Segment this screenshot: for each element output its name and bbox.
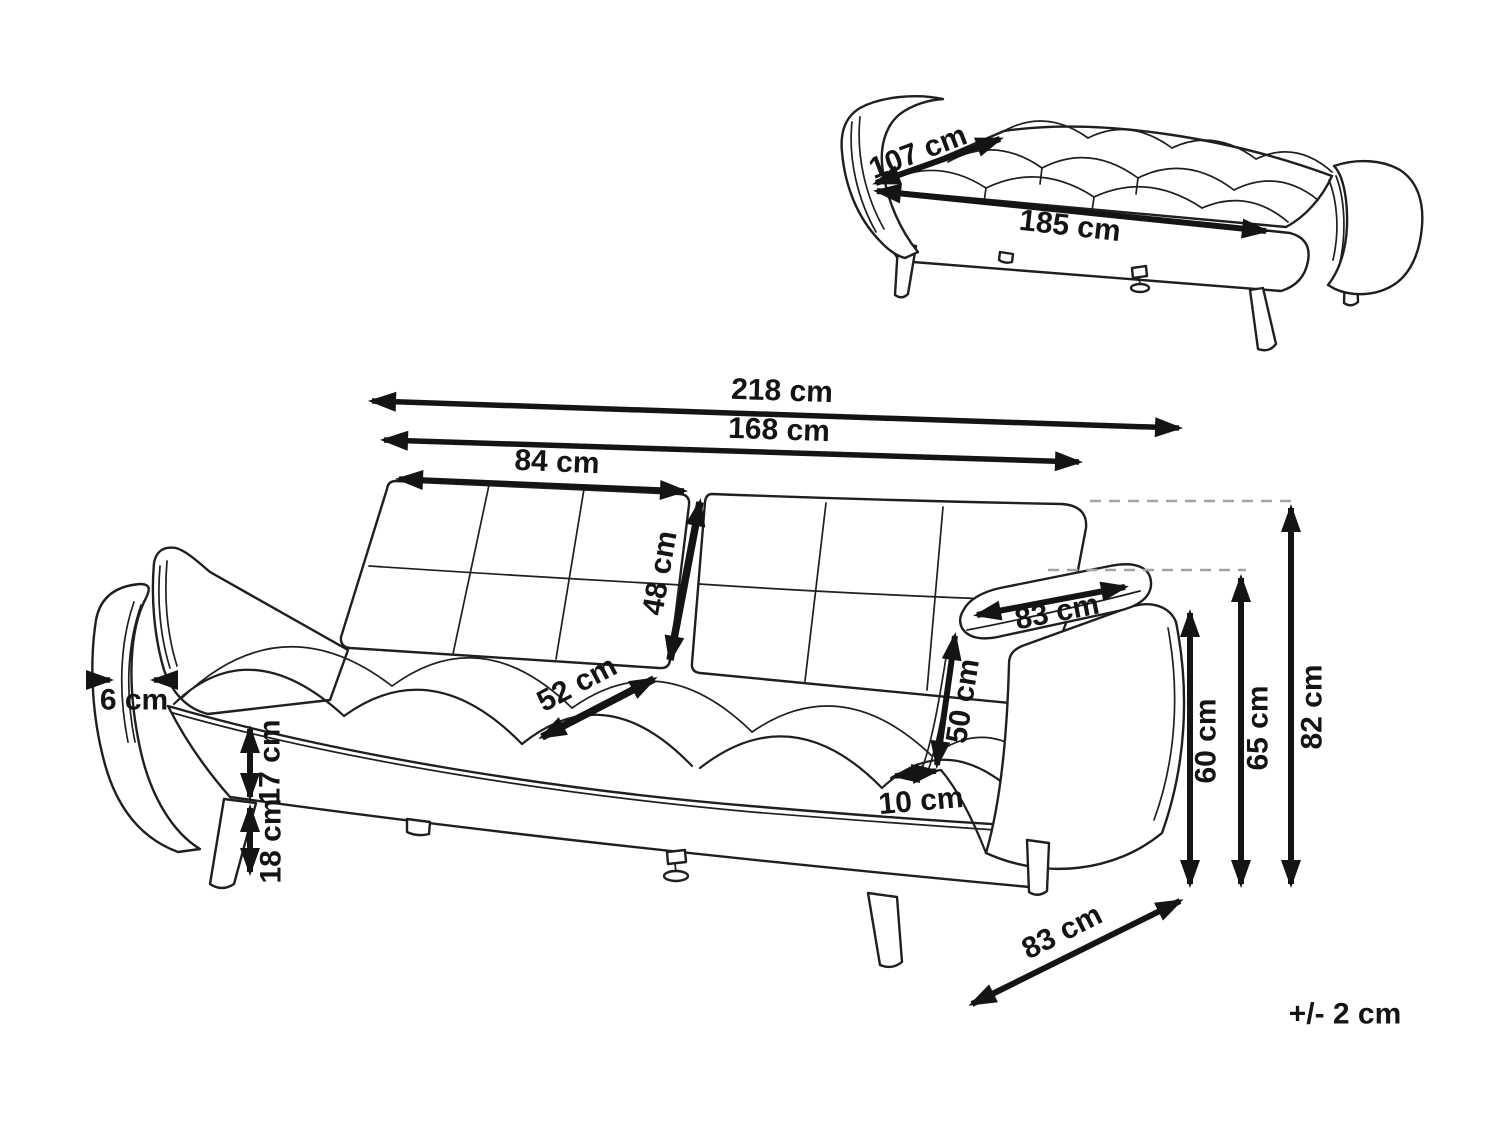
bed-leg-front-left xyxy=(893,243,918,299)
bed-center-bracket xyxy=(997,250,1015,264)
dim-armrest-thickness-label: 10 cm xyxy=(877,781,965,821)
dim-leg-height-label: 18 cm xyxy=(255,798,288,883)
bed-position-view: 107 cm 185 cm xyxy=(840,95,1424,352)
dim-frame-height: 17 cm xyxy=(240,719,287,805)
tolerance-note: +/- 2 cm xyxy=(1289,998,1402,1031)
dim-frame-height-label: 17 cm xyxy=(254,719,287,804)
leg-under-arm xyxy=(1025,838,1051,896)
dim-backrest-section-width: 84 cm xyxy=(395,444,688,500)
dim-overall-width: 218 cm xyxy=(368,373,1183,438)
bed-left-arm xyxy=(840,95,945,260)
dim-leg-height: 18 cm xyxy=(240,798,288,884)
dim-overall-depth-label: 83 cm xyxy=(1017,898,1108,966)
dim-overall-width-label: 218 cm xyxy=(731,373,834,409)
bed-leg-front-right xyxy=(1248,286,1278,352)
dim-back-gap-label: 6 cm xyxy=(100,684,168,717)
dim-inner-width-label: 168 cm xyxy=(728,412,831,448)
frame-adjustable-foot xyxy=(662,848,690,883)
bed-right-arm xyxy=(1326,159,1424,296)
dim-arm-height: 60 cm xyxy=(1180,609,1223,888)
sofa-position-view xyxy=(91,479,1186,969)
left-back-wing xyxy=(151,546,350,716)
dim-overall-height-label: 82 cm xyxy=(1296,664,1329,749)
dim-overall-height: 82 cm xyxy=(1281,504,1329,888)
left-arm-panel xyxy=(91,582,202,854)
dim-backrest-shoulder-height: 65 cm xyxy=(1231,574,1275,888)
backrest-left-panel xyxy=(339,479,691,670)
dim-back-gap: 6 cm xyxy=(86,670,178,717)
dim-inner-width: 168 cm xyxy=(380,412,1083,472)
bed-center-foot xyxy=(1129,264,1151,294)
leg-front-middle xyxy=(866,891,904,969)
dim-backrest-section-width-label: 84 cm xyxy=(514,444,600,481)
dim-backrest-shoulder-height-label: 65 cm xyxy=(1242,685,1275,770)
dim-overall-depth: 83 cm xyxy=(968,898,1184,1007)
frame-bracket xyxy=(405,817,432,837)
dim-arm-height-label: 60 cm xyxy=(1190,698,1223,783)
dim-armrest-thickness: 10 cm xyxy=(877,763,965,821)
